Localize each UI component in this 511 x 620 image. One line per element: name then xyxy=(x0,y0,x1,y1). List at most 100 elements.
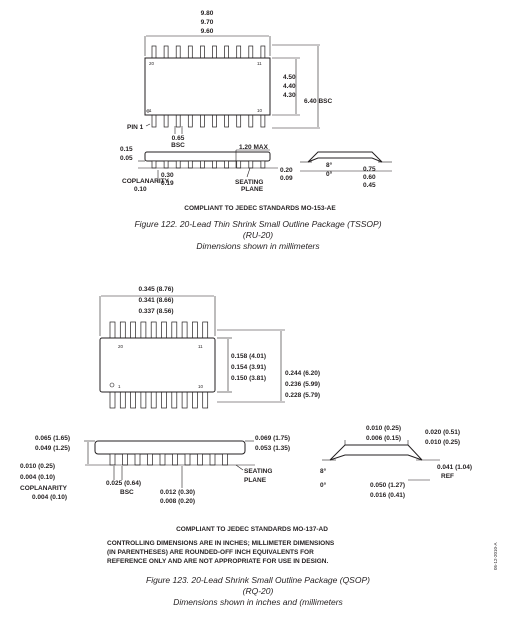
qsop-lead-width-max: 0.012 (0.30) xyxy=(160,489,195,496)
tssop-caption-units: Dimensions shown in millimeters xyxy=(196,241,320,251)
qsop-standoff-min: 0.049 (1.25) xyxy=(35,445,70,452)
qsop-min-standoff-min: 0.004 (0.10) xyxy=(20,474,55,481)
qsop-pin10-label: 10 xyxy=(198,384,204,389)
qsop-side-lead xyxy=(184,453,191,466)
tssop-side-lead xyxy=(224,160,229,169)
tssop-foot-max: 0.75 xyxy=(363,166,376,173)
qsop-side-view: 0.065 (1.65) 0.049 (1.25) 0.069 (1.75) 0… xyxy=(20,435,290,505)
qsop-foot-max: 0.050 (1.27) xyxy=(370,482,405,489)
qsop-lead xyxy=(202,321,209,339)
qsop-lead xyxy=(161,391,167,409)
qsop-seating-label: SEATING xyxy=(244,468,272,475)
tssop-coplanarity-label: COPLANARITY xyxy=(122,178,170,185)
qsop-lead xyxy=(181,391,188,409)
qsop-body-side xyxy=(94,440,246,455)
qsop-ref-value: 0.041 (1.04) xyxy=(437,464,472,471)
qsop-overall-max: 0.244 (6.20) xyxy=(285,370,320,377)
tssop-body-top xyxy=(144,57,271,116)
qsop-end-dim-max: 0.010 (0.25) xyxy=(366,425,401,432)
qsop-lead xyxy=(192,391,198,409)
tssop-pin1-text: PIN 1 xyxy=(127,124,144,131)
tssop-lead xyxy=(163,45,169,59)
qsop-lead xyxy=(140,321,147,339)
tssop-lead-width-min: 0.19 xyxy=(161,180,174,187)
qsop-lead xyxy=(109,321,116,339)
qsop-lead xyxy=(130,391,136,409)
tssop-lead xyxy=(163,114,169,128)
qsop-lead xyxy=(161,321,167,339)
qsop-plane-label: PLANE xyxy=(244,477,267,484)
tssop-plane-label: PLANE xyxy=(241,186,264,193)
tssop-pitch-bsc: BSC xyxy=(171,142,185,149)
qsop-standoff-max: 0.065 (1.65) xyxy=(35,435,70,442)
qsop-side-lead xyxy=(159,453,166,466)
tssop-coplanarity-value: 0.10 xyxy=(134,186,147,193)
tssop-end-body xyxy=(307,151,383,163)
tssop-lead xyxy=(260,45,266,59)
tssop-lead xyxy=(260,114,266,128)
tssop-lead-thick-max: 0.20 xyxy=(280,167,293,174)
qsop-pitch-value: 0.025 (0.64) xyxy=(106,480,141,487)
qsop-width-min: 0.150 (3.81) xyxy=(231,375,266,382)
tssop-lead xyxy=(187,45,193,59)
qsop-lead-thick-max: 0.020 (0.51) xyxy=(425,429,460,436)
tssop-side-leads xyxy=(151,160,266,169)
qsop-top-view: 20 11 1 10 0.345 (8.76) 0.341 (8.66) 0.3… xyxy=(99,286,320,409)
qsop-overall-nom: 0.236 (5.99) xyxy=(285,381,320,388)
tssop-end-view: 0.20 0.09 8° 0° 0.75 0.60 0.45 xyxy=(280,151,392,189)
tssop-width-nom: 4.40 xyxy=(283,83,296,90)
tssop-side-lead xyxy=(163,160,169,169)
tssop-compliance: COMPLIANT TO JEDEC STANDARDS MO-153-AE xyxy=(184,205,336,212)
tssop-foot-min: 0.45 xyxy=(363,182,376,189)
tssop-foot-nom: 0.60 xyxy=(363,174,376,181)
qsop-side-lead xyxy=(197,453,203,466)
qsop-end-dim-min: 0.006 (0.15) xyxy=(366,435,401,442)
tssop-length-max: 9.80 xyxy=(201,10,214,17)
qsop-lead xyxy=(181,321,188,339)
qsop-lead xyxy=(150,391,157,409)
tssop-pin11-label: 11 xyxy=(257,61,262,66)
tssop-pin20-label: 20 xyxy=(149,61,155,66)
tssop-lead xyxy=(224,45,229,59)
qsop-lead xyxy=(140,391,147,409)
qsop-pin1-dot xyxy=(109,382,115,388)
qsop-width-max: 0.158 (4.01) xyxy=(231,353,266,360)
tssop-side-lead xyxy=(212,160,217,169)
qsop-width-nom: 0.154 (3.91) xyxy=(231,364,266,371)
tssop-seating-label: SEATING xyxy=(235,179,263,186)
tssop-top-view: 20 11 1 10 9.80 9.70 9.60 4.50 4.40 4.30… xyxy=(127,10,332,149)
qsop-lead xyxy=(119,391,126,409)
qsop-pin20-label: 20 xyxy=(118,344,124,349)
tssop-lead xyxy=(187,114,193,128)
tssop-angle-max: 8° xyxy=(326,161,333,169)
qsop-ref-label: REF xyxy=(441,473,454,480)
tssop-lead-width-max: 0.30 xyxy=(161,172,174,179)
tssop-standoff-max: 0.15 xyxy=(120,146,133,153)
qsop-coplanarity-value: 0.004 (0.10) xyxy=(32,494,67,501)
qsop-pin1-label: 1 xyxy=(118,384,121,389)
tssop-lead xyxy=(200,45,205,59)
tssop-lead xyxy=(224,114,229,128)
qsop-body-top xyxy=(99,337,216,393)
qsop-lead xyxy=(119,321,126,339)
tssop-standoff-min: 0.05 xyxy=(120,155,133,162)
tssop-lead xyxy=(212,45,217,59)
tssop-lead xyxy=(200,114,205,128)
tssop-angle-min: 0° xyxy=(326,170,333,178)
qsop-overall-min: 0.228 (5.79) xyxy=(285,392,320,399)
qsop-lead xyxy=(130,321,136,339)
tssop-lead xyxy=(175,45,181,59)
qsop-end-view: 0.010 (0.25) 0.006 (0.15) 0.020 (0.51) 0… xyxy=(320,425,472,499)
qsop-lead xyxy=(109,391,116,409)
qsop-note-line3: REFERENCE ONLY AND ARE NOT APPROPRIATE F… xyxy=(107,558,328,565)
qsop-lead xyxy=(192,321,198,339)
qsop-note-line1: CONTROLLING DIMENSIONS ARE IN INCHES; MI… xyxy=(107,540,335,547)
tssop-lead xyxy=(248,114,254,128)
qsop-caption-code: (RQ-20) xyxy=(243,586,274,596)
tssop-max-height: 1.20 MAX xyxy=(239,144,269,151)
tssop-pin10-label: 10 xyxy=(257,108,263,113)
qsop-side-lead xyxy=(122,453,128,466)
tssop-caption-code: (RU-20) xyxy=(243,230,273,240)
tssop-lead-thick-min: 0.09 xyxy=(280,175,293,182)
tssop-pitch-value: 0.65 xyxy=(172,135,185,142)
